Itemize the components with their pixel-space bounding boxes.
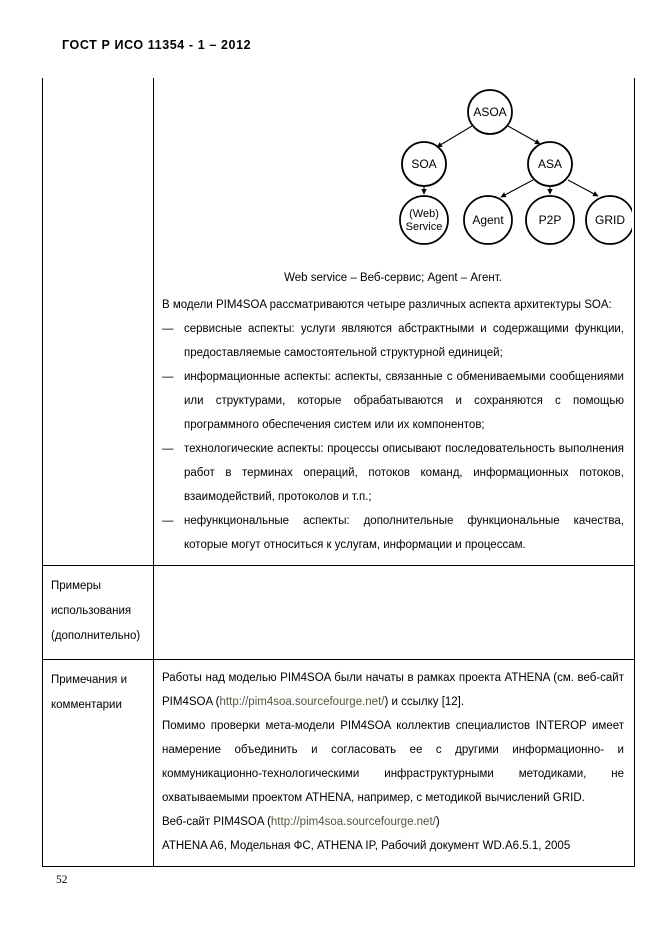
notes-paragraph-1-text-after-url: ) и ссылку [12]. <box>384 696 465 708</box>
diagram-node-label-agent: Agent <box>472 213 504 227</box>
diagram-node-agent: Agent <box>463 195 513 245</box>
diagram-container: ASOA SOA ASA <box>162 84 632 259</box>
dash-bullet: — <box>162 371 174 383</box>
diagram-caption: Web service – Веб-сервис; Agent – Агент. <box>284 272 502 284</box>
list-item-text: технологические аспекты: процессы описыв… <box>184 443 624 503</box>
intro-paragraph: В модели PIM4SOA рассматриваются четыре … <box>162 299 612 311</box>
table-row-notes-and-comments: Примечания и комментарии Работы над моде… <box>42 659 635 867</box>
diagram-edges <box>421 125 599 198</box>
diagram-node-label-asoa: ASOA <box>473 105 506 119</box>
table-row-usage-examples: Примеры использования (дополнительно) <box>42 565 635 660</box>
dash-bullet: — <box>162 515 174 527</box>
row-label-line: использования <box>51 605 132 617</box>
aspects-list: — сервисные аспекты: услуги являются абс… <box>162 317 624 557</box>
diagram-nodes: ASOA SOA ASA <box>399 89 632 245</box>
diagram-node-grid: GRID <box>585 195 632 245</box>
edge-asoa-to-soa <box>436 125 473 148</box>
diagram-node-asoa: ASOA <box>467 89 513 135</box>
pim4soa-website-link-secondary[interactable]: http://pim4soa.sourcefourge.net/ <box>270 816 436 828</box>
diagram-node-label-soa: SOA <box>411 157 436 171</box>
list-item: — сервисные аспекты: услуги являются абс… <box>162 317 624 365</box>
notes-paragraph-3: Веб-сайт PIM4SOA (http://pim4soa.sourcef… <box>162 810 624 834</box>
row-label-line: Примечания и <box>51 674 128 686</box>
edge-asoa-to-asa <box>507 125 541 145</box>
document-header-standard-number: ГОСТ Р ИСО 11354 - 1 – 2012 <box>62 38 252 52</box>
specification-table: ASOA SOA ASA <box>42 78 635 867</box>
list-item: — информационные аспекты: аспекты, связа… <box>162 365 624 437</box>
row-label-line: комментарии <box>51 699 122 711</box>
notes-paragraph-1-text-before-url: Работы над моделью PIM4SOA были начаты в… <box>162 672 624 708</box>
notes-paragraph-3-text-before-url: Веб-сайт PIM4SOA ( <box>162 816 271 828</box>
list-item-text: информационные аспекты: аспекты, связанн… <box>184 371 624 431</box>
diagram-node-label-grid: GRID <box>595 213 625 227</box>
diagram-node-label-p2p: P2P <box>539 213 562 227</box>
diagram-node-web-service: (Web) Service <box>399 195 449 245</box>
row-label-line: Примеры <box>51 580 102 592</box>
diagram-node-label-asa: ASA <box>538 157 562 171</box>
list-item-text: нефункциональные аспекты: дополнительные… <box>184 515 624 551</box>
row-label-cell-notes: Примечания и комментарии <box>42 659 154 867</box>
diagram-node-asa: ASA <box>527 141 573 187</box>
list-item: — нефункциональные аспекты: дополнительн… <box>162 509 624 557</box>
diagram-node-label-service: Service <box>406 221 443 233</box>
edge-asa-to-agent <box>500 179 534 198</box>
notes-paragraph-4-reference: ATHENA A6, Модельная ФС, ATHENA IP, Рабо… <box>162 840 571 852</box>
row-body-cell-model-description: ASOA SOA ASA <box>153 78 635 566</box>
row-label-line: (дополнительно) <box>51 630 141 642</box>
dash-bullet: — <box>162 443 174 455</box>
usage-examples-body <box>154 566 634 656</box>
row-body-cell-notes: Работы над моделью PIM4SOA были начаты в… <box>153 659 635 867</box>
page-number: 52 <box>56 874 68 886</box>
pim4soa-website-link[interactable]: http://pim4soa.sourcefourge.net/ <box>219 696 385 708</box>
list-item-text: сервисные аспекты: услуги являются абстр… <box>184 323 624 359</box>
row-body-cell-usage-examples <box>153 565 635 660</box>
list-item: — технологические аспекты: процессы опис… <box>162 437 624 509</box>
notes-paragraph-1: Работы над моделью PIM4SOA были начаты в… <box>162 666 624 714</box>
edge-asa-to-grid <box>567 179 599 197</box>
notes-paragraph-2: Помимо проверки мета-модели PIM4SOA колл… <box>162 720 624 804</box>
diagram-node-label-web: (Web) <box>409 208 439 220</box>
pim4soa-architecture-hierarchy-diagram: ASOA SOA ASA <box>399 89 632 245</box>
notes-paragraph-3-text-after-url: ) <box>435 816 440 828</box>
dash-bullet: — <box>162 323 174 335</box>
row-label-cell-empty <box>42 78 154 566</box>
table-row-model-description: ASOA SOA ASA <box>42 78 635 566</box>
diagram-node-soa: SOA <box>401 141 447 187</box>
diagram-node-p2p: P2P <box>525 195 575 245</box>
row-label-cell-usage-examples: Примеры использования (дополнительно) <box>42 565 154 660</box>
